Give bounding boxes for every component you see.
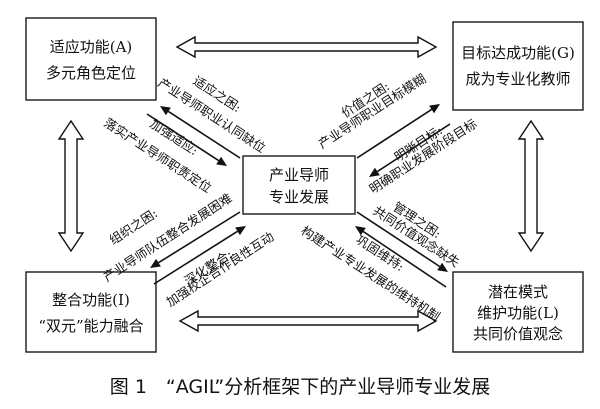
box-integration-subtitle: “双元”能力融合 bbox=[38, 317, 143, 335]
box-latency: 潜在模式 维护功能(L) 共同价值观念 bbox=[452, 271, 584, 353]
arrow-center-to-latency bbox=[356, 211, 448, 272]
box-adaptation-subtitle: 多元角色定位 bbox=[46, 64, 136, 82]
box-latency-note: 共同价值观念 bbox=[473, 325, 563, 343]
arrow-center-to-adaptation bbox=[160, 106, 241, 159]
labels-latency: 管理之困: 共同价值观念缺失 巩固维持: 构建产业专业发展的维持机制 bbox=[298, 199, 462, 324]
arrow-center-to-goal bbox=[356, 104, 440, 159]
double-arrow-bottom bbox=[178, 309, 438, 333]
box-adaptation-title: 适应功能(A) bbox=[50, 38, 133, 56]
box-integration-title: 整合功能(I) bbox=[52, 291, 130, 309]
box-center-subtitle: 专业发展 bbox=[269, 188, 329, 206]
arrow-center-to-integration bbox=[150, 211, 241, 268]
box-center-title: 产业导师 bbox=[269, 166, 329, 184]
box-latency-title: 潜在模式 bbox=[488, 283, 548, 301]
double-arrow-left bbox=[57, 119, 85, 253]
box-integration: 整合功能(I) “双元”能力融合 bbox=[25, 271, 157, 353]
label-goal-strategy: 明确职业发展阶段目标 bbox=[366, 116, 479, 197]
label-integration-strategy: 加强校企合作良性互动 bbox=[163, 229, 276, 310]
double-arrow-top bbox=[175, 35, 438, 59]
box-latency-subtitle: 维护功能(L) bbox=[477, 304, 559, 322]
box-center: 产业导师 专业发展 bbox=[242, 155, 356, 215]
arrow-goal-to-center bbox=[369, 123, 451, 177]
box-goal: 目标达成功能(G) 成为专业化教师 bbox=[452, 21, 584, 111]
figure-caption: 图 1 “AGIL”分析框架下的产业导师专业发展 bbox=[110, 376, 490, 398]
box-goal-subtitle: 成为专业化教师 bbox=[465, 70, 570, 88]
arrow-latency-to-center bbox=[355, 226, 447, 288]
arrow-adaptation-to-center bbox=[146, 113, 227, 166]
box-adaptation: 适应功能(A) 多元角色定位 bbox=[25, 17, 157, 101]
double-arrow-right bbox=[517, 119, 545, 253]
box-goal-title: 目标达成功能(G) bbox=[461, 44, 575, 62]
arrow-integration-to-center bbox=[153, 226, 246, 285]
